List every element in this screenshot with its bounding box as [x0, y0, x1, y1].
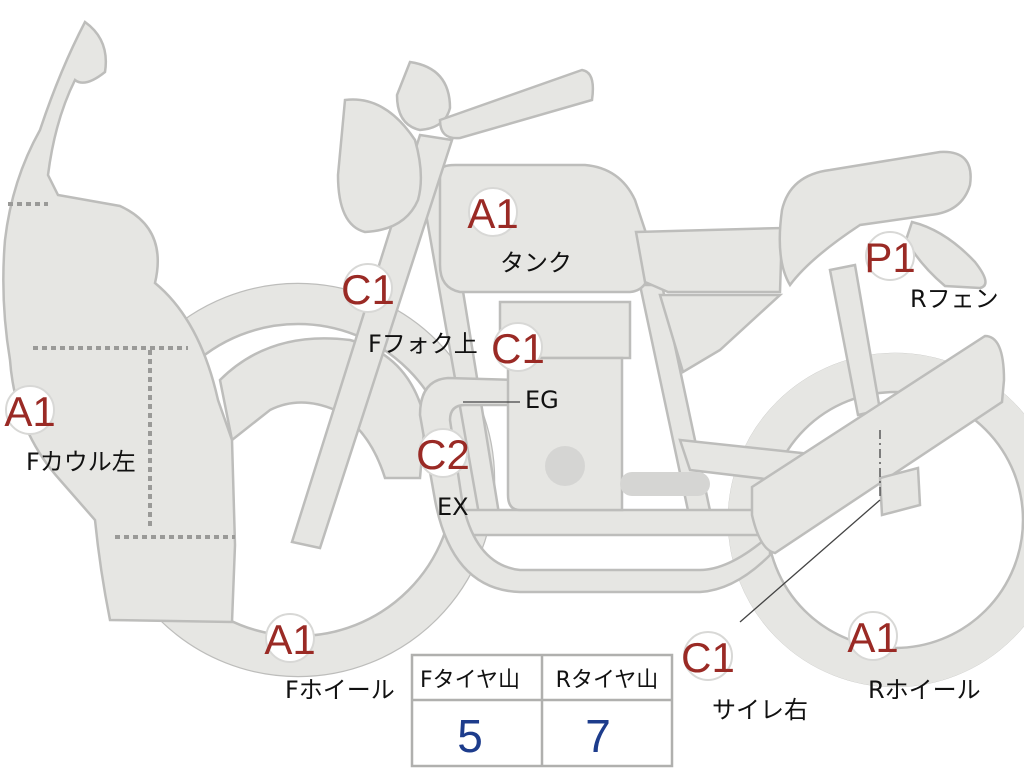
- damage-label: Rフェン: [910, 285, 999, 313]
- tire-tread-table: Fタイヤ山 Rタイヤ山 5 7: [410, 653, 674, 768]
- damage-code: A1: [847, 614, 898, 661]
- front-tire-header: Fタイヤ山: [420, 668, 520, 693]
- handlebar: [395, 60, 595, 140]
- damage-label: サイレ右: [712, 696, 808, 724]
- damage-code: C1: [491, 325, 545, 372]
- rear-fender: [904, 220, 987, 290]
- front-cowl: [2, 20, 237, 624]
- damage-code: C2: [416, 431, 470, 478]
- leader-lines: [463, 401, 881, 623]
- rear-tire-header: Rタイヤ山: [556, 668, 659, 693]
- silencer: [750, 334, 1006, 555]
- damage-code: P1: [864, 234, 915, 281]
- marker-f-wheel[interactable]: A1 Fホイール: [264, 613, 395, 704]
- exhaust-pipe: [418, 376, 772, 594]
- damage-code: A1: [4, 388, 55, 435]
- damage-code: C1: [681, 634, 735, 681]
- marker-exhaust[interactable]: C2 EX: [416, 428, 470, 521]
- damage-label: Fフォク上: [368, 330, 478, 358]
- damage-label: Rホイール: [868, 676, 981, 704]
- headlight: [336, 98, 423, 234]
- silencer-mount: [878, 466, 922, 517]
- damage-label: EG: [525, 386, 559, 414]
- marker-f-fork-upper[interactable]: C1 Fフォク上: [341, 263, 478, 358]
- marker-engine[interactable]: C1 EG: [491, 322, 559, 414]
- damage-code: A1: [264, 616, 315, 663]
- damage-label: EX: [437, 493, 469, 521]
- marker-r-wheel[interactable]: A1 Rホイール: [847, 611, 981, 704]
- damage-label: タンク: [500, 249, 572, 277]
- seat: [634, 150, 972, 374]
- marker-silencer-right[interactable]: C1 サイレ右: [681, 631, 808, 724]
- marker-r-fender[interactable]: P1 Rフェン: [864, 231, 999, 313]
- front-tire-value: 5: [457, 710, 483, 762]
- marker-f-cowl-left[interactable]: A1 Fカウル左: [4, 385, 136, 476]
- damage-label: Fホイール: [285, 676, 395, 704]
- damage-code: A1: [467, 190, 518, 237]
- marker-tank[interactable]: A1 タンク: [467, 187, 572, 277]
- damage-code: C1: [341, 266, 395, 313]
- front-fork: [290, 133, 454, 550]
- rear-tire-value: 7: [585, 710, 611, 762]
- damage-label: Fカウル左: [26, 448, 136, 476]
